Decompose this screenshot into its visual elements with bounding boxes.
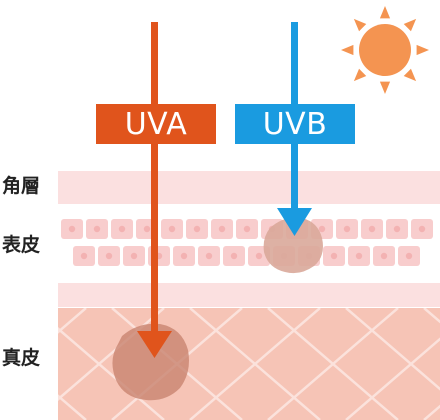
cell-nucleus — [93, 225, 101, 233]
uva-damage-spot — [112, 323, 189, 401]
cell-nucleus — [318, 225, 326, 233]
stratum-corneum-label: 角層 — [2, 175, 41, 197]
dermis-label: 真皮 — [2, 347, 41, 369]
cell-nucleus — [168, 225, 176, 233]
dermis-fiber — [345, 337, 440, 420]
uvb-label: UVB — [235, 104, 355, 144]
cell-nucleus — [418, 225, 426, 233]
dermis-fiber-lines — [58, 308, 440, 420]
sun-ray — [341, 44, 354, 56]
cell-nucleus — [330, 252, 338, 260]
cell-nucleus — [243, 225, 251, 233]
epidermis-label: 表皮 — [2, 234, 41, 256]
sun-ray — [403, 18, 417, 32]
cell-nucleus — [355, 252, 363, 260]
cell-nucleus — [218, 225, 226, 233]
sun-ray — [403, 68, 417, 82]
sun-ray — [416, 44, 429, 56]
cell-nucleus — [180, 252, 188, 260]
dermis-fiber — [267, 308, 399, 420]
cell-nucleus — [80, 252, 88, 260]
cell-nucleus — [368, 225, 376, 233]
cell-nucleus — [118, 225, 126, 233]
sun-icon — [341, 6, 429, 94]
uva-arrow — [137, 22, 172, 358]
cell-nucleus — [230, 252, 238, 260]
sun-ray — [379, 81, 391, 94]
cell-nucleus — [405, 252, 413, 260]
cell-nucleus — [105, 252, 113, 260]
cell-nucleus — [380, 252, 388, 260]
cell-nucleus — [68, 225, 76, 233]
dermis-fiber — [189, 308, 321, 420]
cell-nucleus — [130, 252, 138, 260]
cell-nucleus — [193, 225, 201, 233]
uva-label: UVA — [96, 104, 216, 144]
sun-ray — [379, 6, 391, 19]
dermis-fiber — [58, 308, 87, 334]
dermis-fiber — [58, 394, 87, 420]
stratum-corneum-layer — [58, 171, 440, 204]
cell-nucleus — [393, 225, 401, 233]
sun-ray — [353, 68, 367, 82]
cell-nucleus — [343, 225, 351, 233]
cell-nucleus — [143, 225, 151, 233]
sun-ray — [353, 18, 367, 32]
cell-nucleus — [205, 252, 213, 260]
uvb-damage-spot — [263, 217, 323, 274]
cell-nucleus — [255, 252, 263, 260]
upper-dermis-band — [58, 283, 440, 307]
